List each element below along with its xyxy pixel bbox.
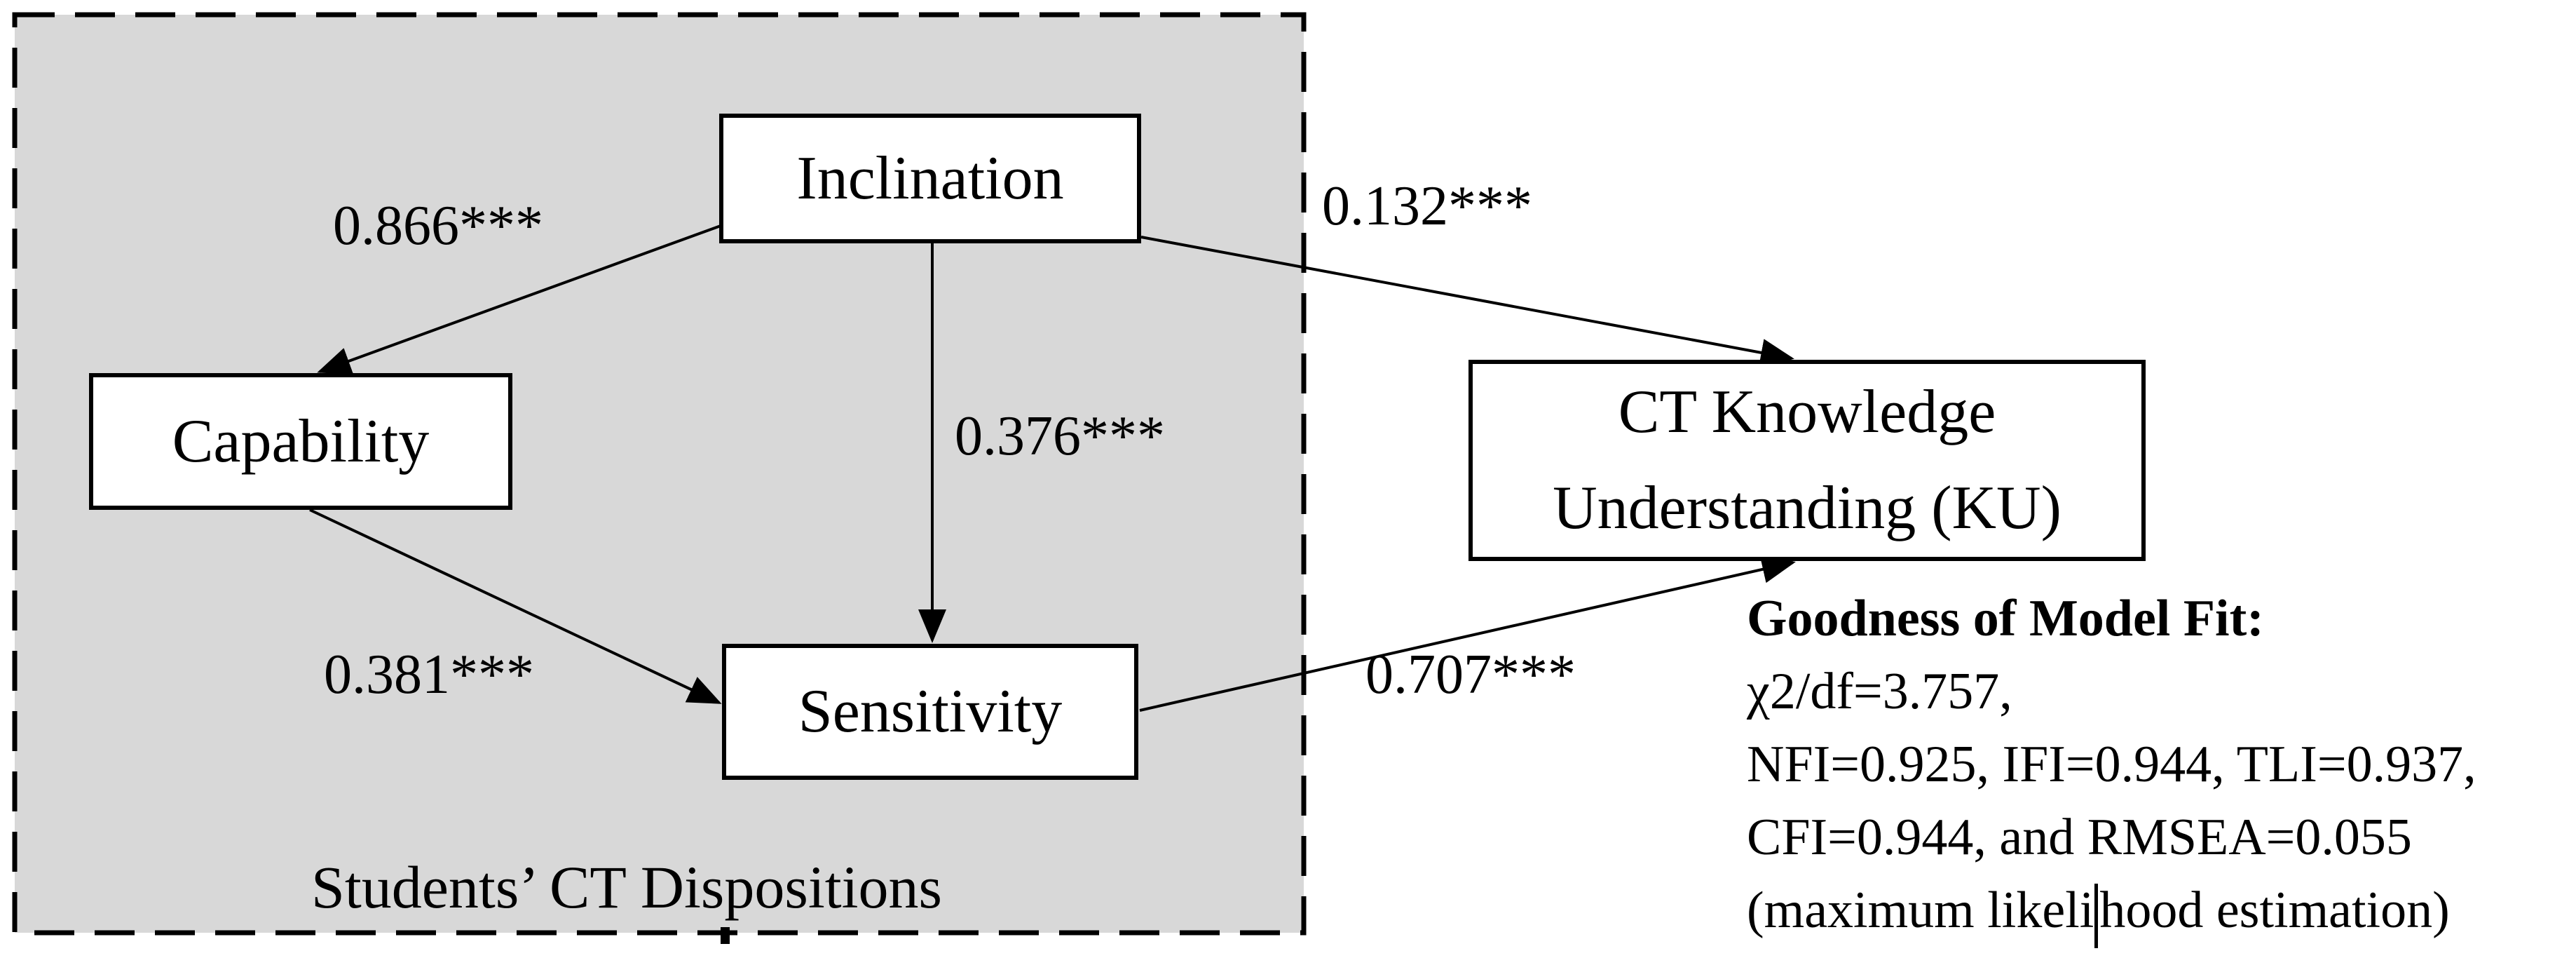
fit-line-ml-before-cursor: (maximum likeli: [1747, 882, 2094, 939]
path-arrow-capability-sensitivity: [309, 508, 722, 704]
fit-line-chi: χ2/df=3.757,: [1747, 663, 2012, 720]
coefficient-capability-sensitivity: 0.381***: [324, 644, 534, 706]
path-arrow-inclination-ku: [1140, 236, 1794, 367]
coefficient-inclination-capability: 0.866***: [333, 195, 543, 257]
goodness-of-fit-block: Goodness of Model Fit: χ2/df=3.757, NFI=…: [1747, 582, 2476, 948]
path-arrow-inclination-capability: [317, 224, 721, 374]
node-sensitivity-label: Sensitivity: [798, 677, 1063, 745]
node-inclination: Inclination: [719, 114, 1141, 243]
goodness-of-fit-title: Goodness of Model Fit:: [1747, 590, 2264, 647]
fit-line-cfi-rmsea: CFI=0.944, and RMSEA=0.055: [1747, 809, 2412, 866]
path-arrow-sensitivity-ku: [1139, 555, 1796, 712]
node-sensitivity: Sensitivity: [722, 644, 1138, 780]
text-cursor: [2094, 884, 2099, 948]
text-cursor-artifact: [721, 927, 730, 944]
node-capability-label: Capability: [172, 407, 430, 475]
coefficient-inclination-ku: 0.132***: [1322, 175, 1532, 237]
fit-line-nfi-ifi-tli: NFI=0.925, IFI=0.944, TLI=0.937,: [1747, 736, 2476, 793]
node-ct-knowledge-understanding: CT Knowledge Understanding (KU): [1468, 360, 2146, 561]
dispositions-group-label: Students’ CT Dispositions: [311, 853, 942, 921]
fit-line-ml-after-cursor: hood estimation): [2099, 882, 2450, 939]
node-ku-label-line1: CT Knowledge: [1618, 378, 1996, 447]
coefficient-inclination-sensitivity: 0.376***: [955, 405, 1165, 467]
coefficient-sensitivity-ku: 0.707***: [1365, 644, 1576, 706]
node-capability: Capability: [89, 373, 512, 510]
node-inclination-label: Inclination: [796, 144, 1064, 212]
node-ku-label-line2: Understanding (KU): [1553, 473, 2062, 542]
